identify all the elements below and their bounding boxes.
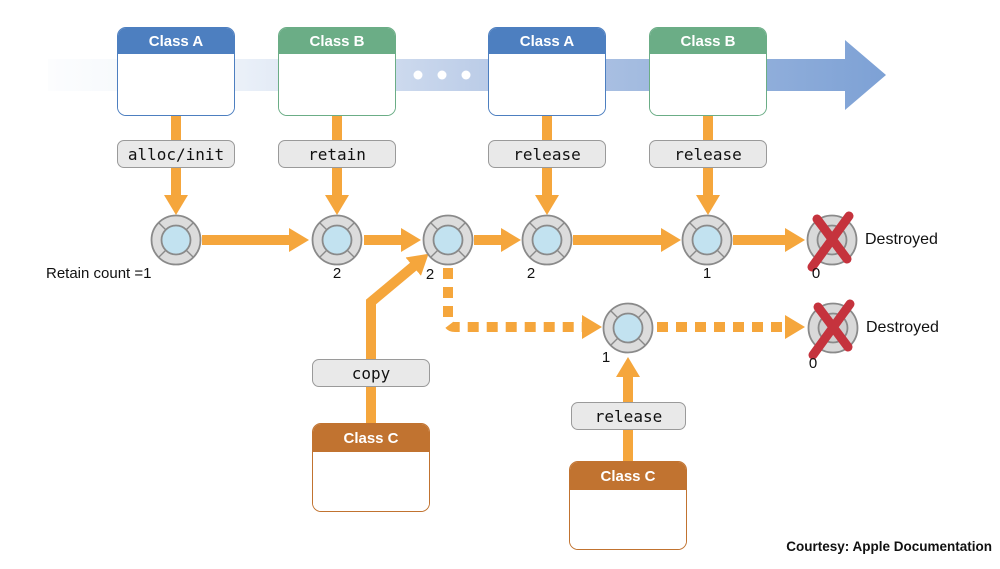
action-label-copy: copy	[312, 359, 430, 387]
object-icon-5	[681, 214, 733, 266]
retain-count-initial: Retain count =1	[46, 265, 152, 282]
retain-count-after-retain: 2	[332, 265, 342, 282]
action-label-alloc-init: alloc/init	[117, 140, 235, 168]
red-x-icon	[808, 299, 855, 360]
class-box-a2-title: Class A	[489, 28, 605, 54]
retain-count-row2-final: 0	[808, 355, 818, 372]
arrow-copy-up	[366, 253, 429, 424]
retain-count-after-release-b: 1	[702, 265, 712, 282]
object-icon-4	[521, 214, 573, 266]
class-box-b1-title: Class B	[279, 28, 395, 54]
destroyed-label-row1: Destroyed	[865, 231, 938, 248]
red-x-icon	[807, 211, 854, 272]
class-box-a2-body	[489, 54, 605, 115]
object-icon-1	[150, 214, 202, 266]
action-label-release-c: release	[571, 402, 686, 430]
class-box-c1-body	[313, 452, 429, 511]
timeline-ellipsis-icon	[413, 70, 471, 80]
action-label-release-b: release	[649, 140, 767, 168]
destroyed-object-icon-row1	[806, 211, 858, 272]
retain-count-after-copy: 2	[425, 266, 435, 283]
object-icon-3	[422, 214, 474, 266]
class-box-c1-title: Class C	[313, 424, 429, 452]
class-box-b2-title: Class B	[650, 28, 766, 54]
action-label-retain: retain	[278, 140, 396, 168]
action-label-release-a: release	[488, 140, 606, 168]
destroyed-label-row2: Destroyed	[866, 319, 939, 336]
class-box-c1: Class C	[312, 423, 430, 512]
dashed-arrow-copy-branch	[443, 268, 602, 339]
class-box-b1: Class B	[278, 27, 396, 116]
class-box-a1: Class A	[117, 27, 235, 116]
class-box-c2-title: Class C	[570, 462, 686, 490]
retain-count-copy-object: 1	[601, 349, 611, 366]
courtesy-credit: Courtesy: Apple Documentation	[786, 539, 992, 554]
retain-count-after-release-a: 2	[526, 265, 536, 282]
retain-count-row1-final: 0	[811, 265, 821, 282]
class-box-b1-body	[279, 54, 395, 115]
destroyed-object-icon-row2	[807, 299, 859, 360]
class-box-a2: Class A	[488, 27, 606, 116]
class-box-c2: Class C	[569, 461, 687, 550]
object-icon-2	[311, 214, 363, 266]
object-icon-copy	[602, 302, 654, 354]
class-box-a1-title: Class A	[118, 28, 234, 54]
class-box-c2-body	[570, 490, 686, 549]
class-box-a1-body	[118, 54, 234, 115]
class-box-b2-body	[650, 54, 766, 115]
class-box-b2: Class B	[649, 27, 767, 116]
